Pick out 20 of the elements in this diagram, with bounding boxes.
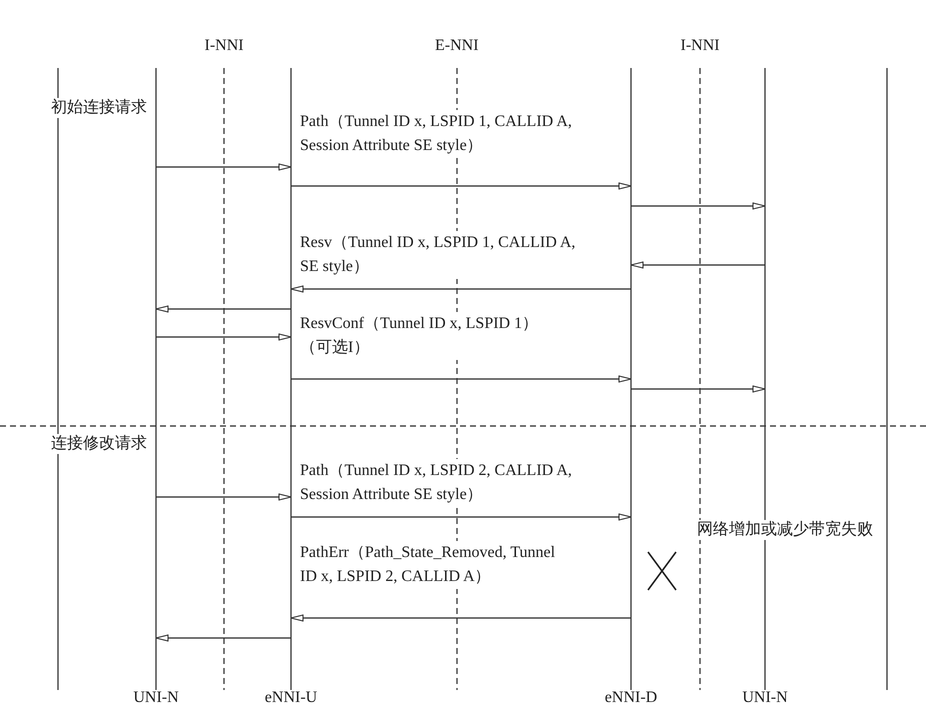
message-arrow — [291, 514, 632, 520]
lifeline-label: I-NNI — [680, 36, 720, 56]
message-arrow — [156, 634, 291, 642]
lifeline-label: UNI-N — [132, 688, 180, 708]
message-arrow — [156, 334, 292, 340]
message-arrow — [156, 494, 292, 500]
lifeline-label: UNI-N — [741, 688, 789, 708]
message-arrow — [630, 262, 765, 268]
message-arrow — [156, 164, 292, 170]
lifeline-label: I-NNI — [204, 36, 244, 56]
message-arrow — [631, 386, 766, 392]
message-arrow — [290, 614, 631, 622]
message-arrow — [290, 286, 631, 292]
message-arrow — [291, 182, 632, 190]
lifeline-label: eNNI-U — [264, 688, 318, 708]
message-arrow — [291, 376, 632, 382]
lifeline-label: E-NNI — [435, 36, 479, 56]
message-arrow — [631, 202, 766, 210]
lifeline-label: eNNI-D — [604, 688, 658, 708]
message-arrow — [156, 306, 291, 312]
